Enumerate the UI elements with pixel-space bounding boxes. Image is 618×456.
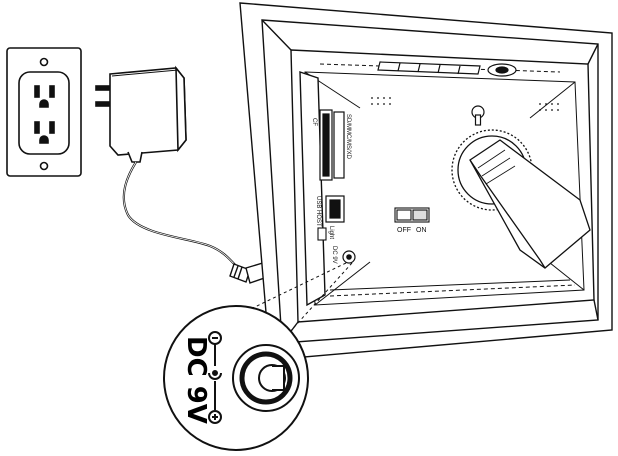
switch-on-label: ON: [416, 227, 427, 234]
light-label: Light: [328, 226, 334, 239]
card-slot-label: SD/MMC/MS/XD: [345, 114, 351, 160]
card-slots: [319, 109, 345, 181]
power-switch: [394, 207, 430, 223]
keyhole-icon: [471, 105, 485, 126]
power-adapter-icon: [95, 65, 187, 163]
frame-dc-label: DC 9V: [331, 246, 337, 264]
stand: [451, 129, 591, 269]
switch-off-label: OFF: [397, 227, 411, 234]
photo-frame-back: [239, 2, 613, 361]
dc-jack-icon: [232, 344, 300, 412]
usb-port-label: USB HOST: [315, 196, 321, 227]
frame-dc-jack-icon: [342, 250, 356, 264]
control-buttons: [377, 61, 517, 77]
speaker-grill: [371, 97, 559, 111]
light-switch-icon: [317, 227, 327, 241]
usb-port-icon: [325, 195, 345, 223]
wall-outlet-icon: [6, 47, 82, 177]
dc-jack-callout: DC 9V: [163, 305, 309, 451]
cf-slot-label: CF: [311, 118, 317, 126]
polarity-symbol: [208, 331, 222, 424]
dc-voltage-label: DC 9V: [181, 336, 211, 424]
